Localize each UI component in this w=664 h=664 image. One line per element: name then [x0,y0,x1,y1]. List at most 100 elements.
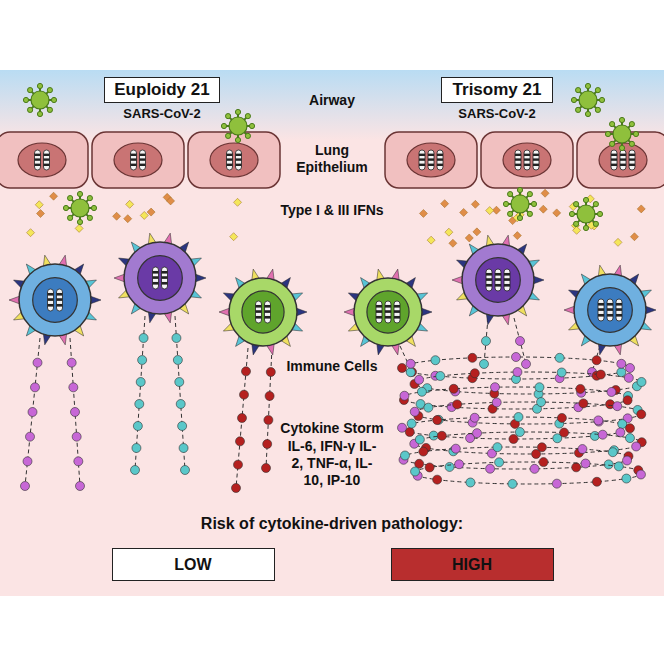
chromosome-band [607,308,613,311]
sars-cov-2-virus [23,83,56,116]
sars-cov-2-virus [569,197,602,230]
cytokine [455,460,464,469]
chromosome-band [153,271,159,274]
cytokine [437,431,446,440]
cytokine [425,463,434,472]
chromosome-band [607,314,613,317]
chromosome-band [524,164,530,166]
cytokine [637,410,646,419]
interferon [445,228,453,236]
spike-head [63,205,68,210]
cytokine [522,360,531,369]
spike-head [597,211,602,216]
cytokine-tangle [414,402,642,424]
spike-head [585,83,590,88]
chromosome-band [616,308,622,311]
spike-head [527,211,532,216]
cytokine [135,400,144,409]
cytokine [415,375,424,384]
spike-head [235,109,240,114]
spike-head [235,137,240,142]
cytokine [493,443,502,452]
cytokine [262,464,271,473]
cytokine [69,383,78,392]
spike-head [77,191,82,196]
chromosome-body [629,150,635,170]
karyotype-box: Euploidy 21 [104,77,219,103]
cytokine [572,463,581,472]
chromosome [394,301,400,323]
chromosome [57,289,63,311]
cytokine [429,431,438,440]
cytokine [23,457,32,466]
cytokine [433,475,442,484]
chromosome-band [495,278,501,281]
chromosome-band [265,305,271,308]
virus-body [71,199,89,217]
chromosome-band [265,310,271,313]
cytokine-tangle [414,432,642,454]
cytokine [637,377,646,386]
chromosome [533,150,539,170]
chromosome-band [256,316,262,319]
epithelial-cell [0,132,88,188]
cytokine-tangle [414,462,642,484]
spike-head [527,192,532,197]
chromosome [385,301,391,323]
cytokine [398,364,407,373]
cytokine [406,359,415,368]
chromosome-band [385,316,391,319]
spike-head [226,114,231,119]
chromosome-band [131,154,137,156]
chromosome-body [236,150,242,170]
box-text: Trisomy 21 [453,80,542,100]
chromosome-band [256,305,262,308]
chromosome-band [486,278,492,281]
sars-cov-2-virus [63,191,96,224]
spike-head [91,205,96,210]
chromosome-band [35,164,41,166]
chromosome-body [44,150,50,170]
cytokine [400,391,409,400]
chromosome-band [533,154,539,156]
chromosome-band [616,303,622,306]
spike-head [531,201,536,206]
cytokine [138,356,147,365]
cytokine [436,371,445,380]
cytokine [451,444,460,453]
spike-head [629,141,634,146]
chromosome-band [153,276,159,279]
interferon [234,198,242,206]
cytokine [626,364,635,373]
chromosome [486,269,492,291]
spike-head [574,221,579,226]
cytokine [625,424,634,433]
cytokine [407,419,416,428]
cytokine [236,437,245,446]
chromosome-band [57,293,63,296]
risk-box: HIGH [391,548,554,581]
cytokine [509,434,518,443]
chromosome [227,150,233,170]
chromosome-band [394,310,400,313]
cytokine [623,456,632,465]
virus-body [579,91,597,109]
nucleus [242,291,284,333]
interferon [513,232,521,240]
interferon [230,233,238,241]
chromosome [437,150,443,170]
chromosome-body [265,301,271,323]
chromosome-band [48,293,54,296]
spike-head [593,221,598,226]
chromosome-body [428,150,434,170]
immune-cell [344,269,432,355]
cytokine [136,378,145,387]
chromosome-band [504,273,510,276]
chromosome-band [620,164,626,166]
chromosome-band [131,164,137,166]
interferon [473,228,481,236]
epithelial-cell [481,132,573,188]
cytokine [473,429,482,438]
interferon [541,189,549,197]
spike-head [245,114,250,119]
